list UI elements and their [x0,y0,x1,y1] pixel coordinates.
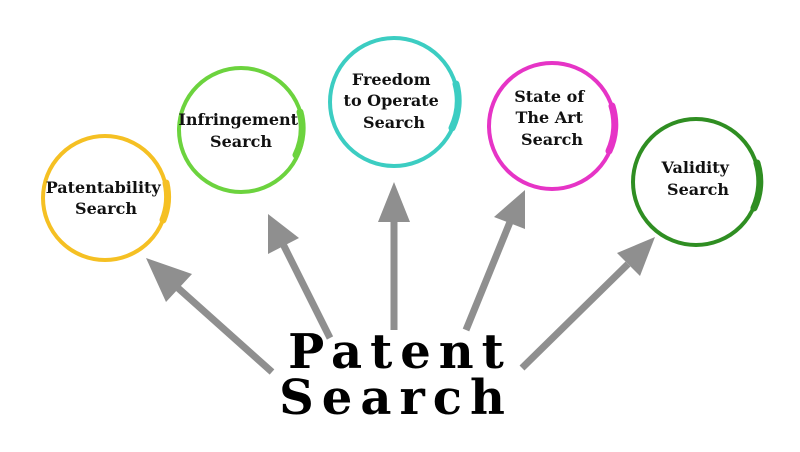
node-state-of-the-art: State of The Art Search [489,63,615,189]
node-label-line: Search [210,132,272,151]
node-label-line: The Art [515,108,583,127]
node-label-line: to Operate [344,91,439,110]
svg-text:Validity Search: Validity Search [661,158,735,199]
node-ring-stroke-flourish [754,163,760,208]
node-label-line: Freedom [352,70,431,89]
node-label-line: Search [363,113,425,132]
svg-text:Infringement Search: Infringement Search [178,110,303,151]
center-title: Patent Search [279,324,513,426]
node-label-line: Search [667,180,729,199]
node-ring-stroke-flourish [609,106,615,151]
node-infringement: Infringement Search [178,68,303,192]
arrow-infringement [268,214,330,338]
svg-text:State of The Art S: State of The Art Search [514,87,590,149]
node-validity: Validity Search [633,119,760,245]
node-label-line: Infringement [178,110,298,129]
node-ring [179,68,303,192]
node-ring [43,136,167,260]
node-label-line: Validity [661,158,730,177]
arrow-validity [522,237,655,368]
svg-text:Patentability Search: Patentability Search [46,178,167,218]
node-label-line: Search [75,199,137,218]
node-label-line: Patentability [46,178,162,197]
center-title-line-2: Search [279,370,513,426]
svg-text:Freedom to Operate: Freedom to Operate Search [344,70,445,132]
node-freedom-to-operate: Freedom to Operate Search [330,38,458,166]
arrow-freedom-to-operate [378,182,410,330]
node-ring-stroke-flourish [452,84,458,128]
arrow-patentability [146,258,272,372]
node-label-line: Search [521,130,583,149]
node-patentability: Patentability Search [43,136,168,260]
arrow-state-of-the-art [466,190,525,330]
node-label-line: State of [514,87,585,106]
